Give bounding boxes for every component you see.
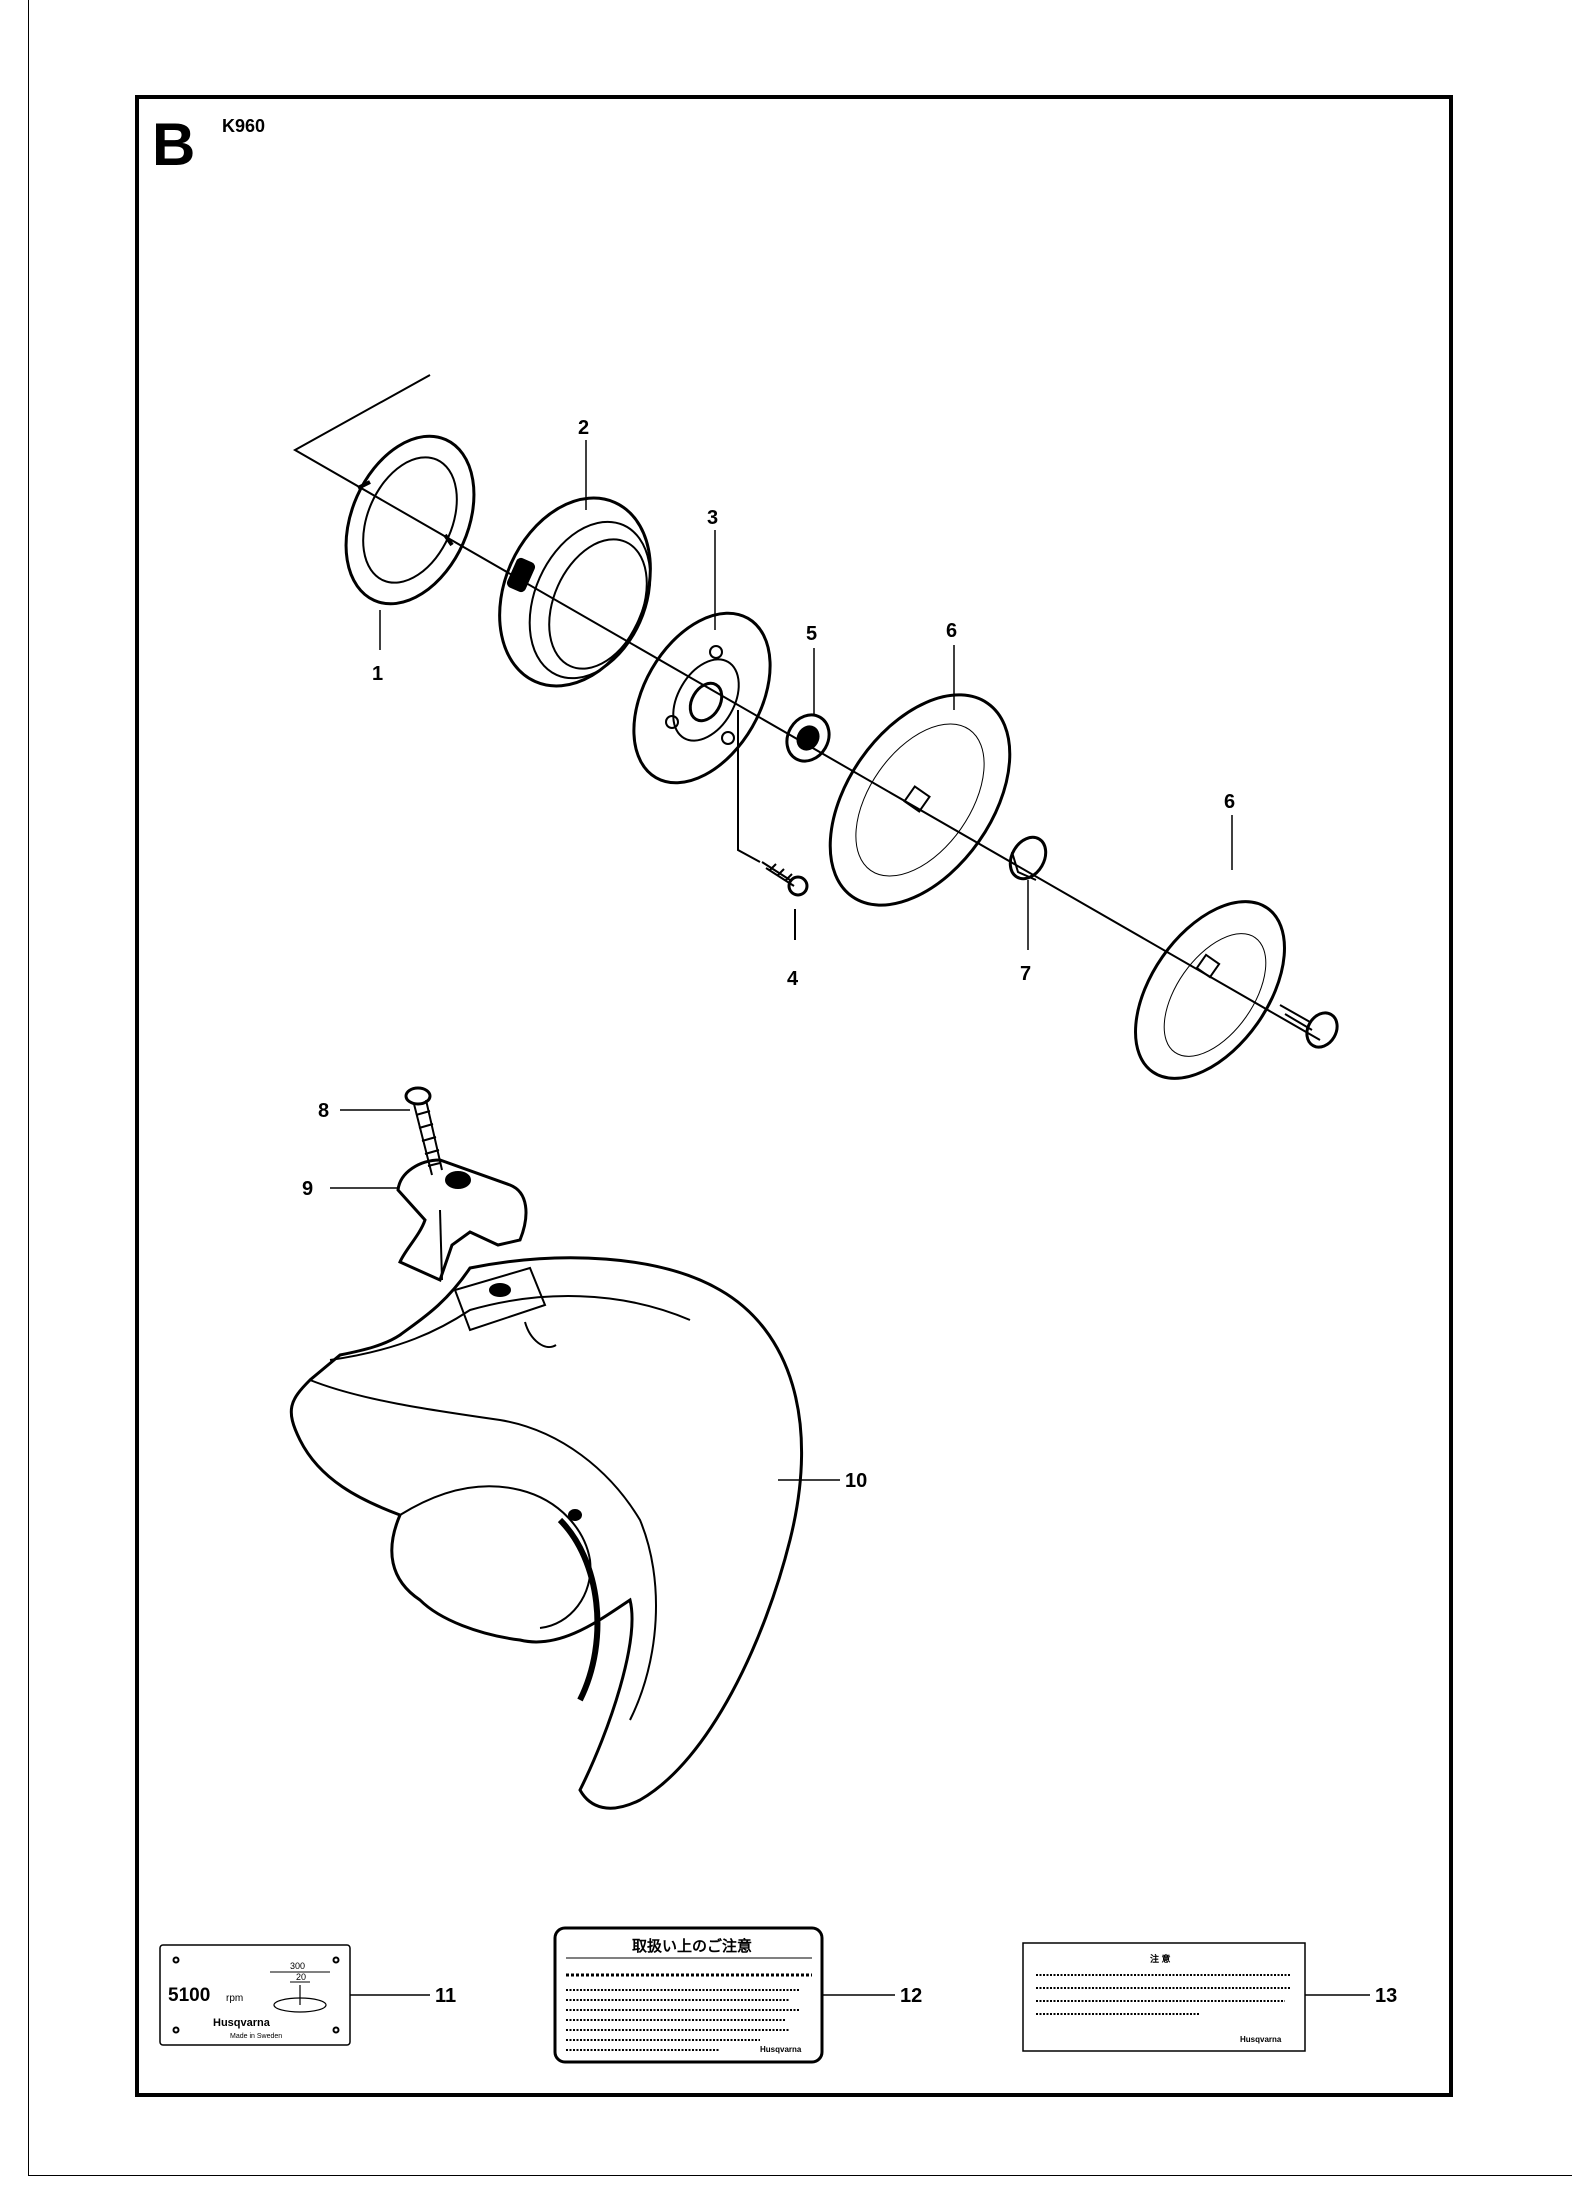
decal-11-dim-outer: 300: [290, 1961, 305, 1971]
callout-7: 7: [1020, 963, 1031, 985]
decal-13-brand: Husqvarna: [1240, 2035, 1282, 2044]
part-5-bushing: [785, 713, 831, 763]
callout-leaders: [330, 440, 1370, 1996]
decal-11-brand: Husqvarna: [213, 2017, 271, 2029]
part-1-ring: [344, 434, 476, 606]
section-letter: B: [152, 111, 196, 178]
decal-12-brand: Husqvarna: [760, 2045, 802, 2054]
part-2-flange-nut: [498, 496, 652, 688]
part-7-spacer: [1008, 835, 1048, 881]
part-8-screw: [404, 1086, 443, 1176]
part-10-blade-guard: [289, 1256, 804, 1810]
part-6-washer-disc-b: [1134, 900, 1339, 1080]
decal-13-caution-label: [1022, 1942, 1306, 2052]
callout-12: 12: [900, 1985, 922, 2007]
callout-9: 9: [302, 1178, 313, 1200]
decal-texts: 5100 rpm 300 20 Husqvarna Made in Sweden…: [168, 1937, 1282, 2054]
part-4-screw: [737, 710, 809, 940]
callout-5: 5: [806, 623, 817, 645]
decal-11-rpm-unit: rpm: [226, 1993, 243, 2004]
callout-4: 4: [787, 968, 799, 990]
model-label: K960: [222, 116, 266, 136]
part-3-flange: [632, 611, 772, 785]
decal-11-rpm-label: [159, 1944, 351, 2046]
decal-11-made-in: Made in Sweden: [230, 2033, 282, 2040]
callout-3: 3: [707, 507, 718, 529]
decal-11-dim-inner: 20: [296, 1972, 306, 1982]
part-9-clamp: [396, 1158, 528, 1283]
part-6-washer-disc-a: [828, 693, 1012, 907]
diagram-frame: [135, 95, 1453, 2097]
decal-11-rpm-value: 5100: [168, 1985, 210, 2006]
callout-2: 2: [578, 417, 589, 439]
decal-12-warning-label: [553, 1926, 824, 2064]
callout-11: 11: [435, 1985, 456, 2007]
assembly-axis-line: [292, 374, 1321, 1041]
callout-6b: 6: [1224, 791, 1235, 813]
callout-10: 10: [845, 1470, 867, 1492]
page-margin-rule: [28, 0, 29, 2176]
callout-numbers: 1 2 3 4 5 6 6 7 8 9 10 11 12 13: [302, 417, 1397, 2007]
callout-13: 13: [1375, 1985, 1397, 2007]
decal-13-title: 注 意: [1150, 1953, 1171, 1964]
callout-6a: 6: [946, 620, 957, 642]
callout-8: 8: [318, 1100, 329, 1122]
callout-1: 1: [372, 663, 383, 685]
decal-12-title: 取扱い上のご注意: [632, 1937, 752, 1955]
page-bottom-rule: [28, 2175, 1572, 2176]
